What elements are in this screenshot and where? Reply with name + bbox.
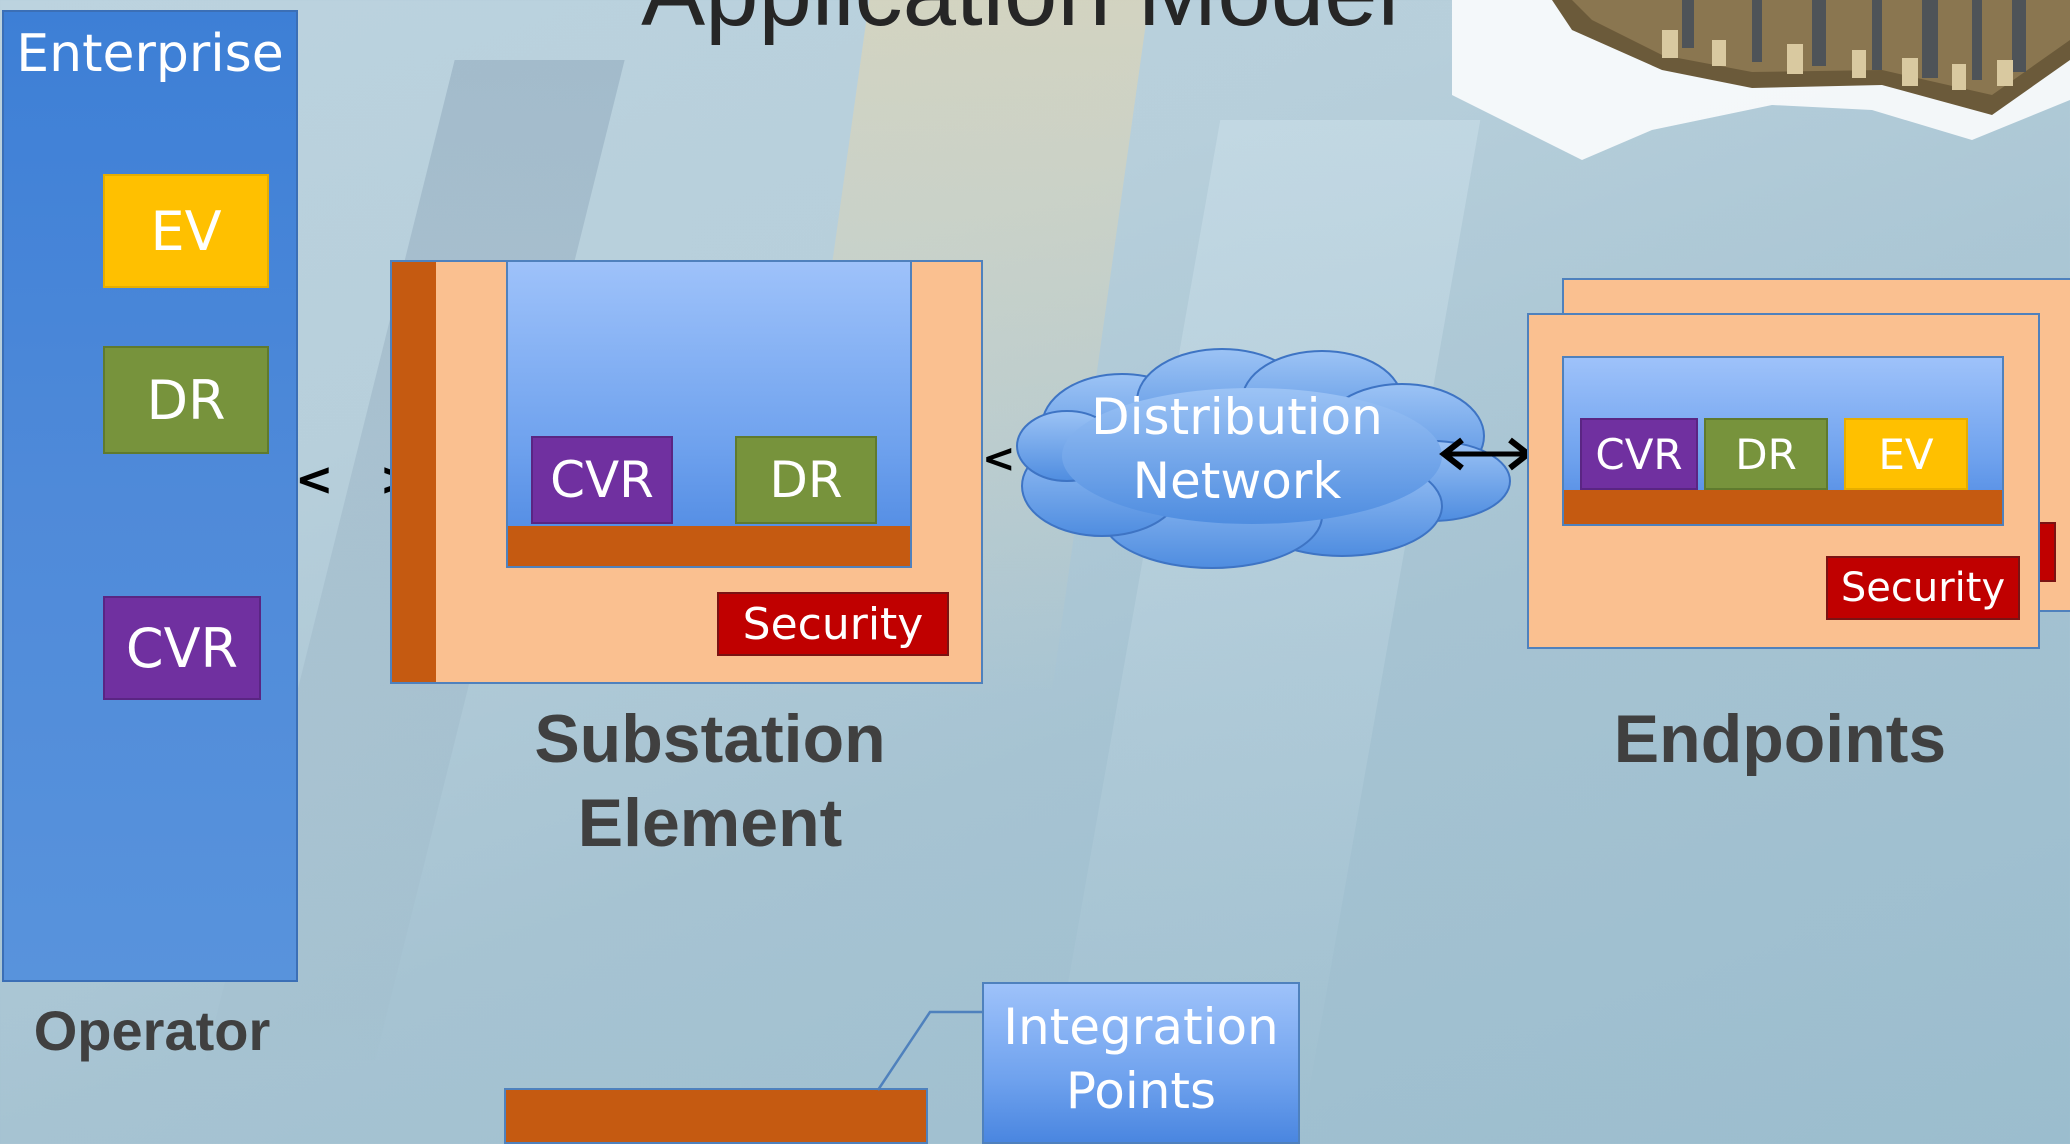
substation-photo-image bbox=[1452, 0, 2070, 160]
enterprise-ev-box: EV bbox=[103, 174, 269, 288]
substation-cvr-box: CVR bbox=[531, 436, 673, 524]
legend-callout-line bbox=[876, 1010, 982, 1091]
network-label-line2: Network bbox=[1132, 452, 1342, 510]
legend-integration-bar bbox=[504, 1088, 928, 1144]
substation-integration-bar-vertical bbox=[392, 262, 436, 682]
substation-dr-box: DR bbox=[735, 436, 877, 524]
endpoint-integration-bar bbox=[1564, 490, 2002, 524]
endpoints-caption: Endpoints bbox=[1613, 701, 1947, 777]
slide-title: Application Model bbox=[540, 0, 1500, 48]
operator-caption: Operator bbox=[33, 999, 271, 1062]
endpoint-cvr-box: CVR bbox=[1580, 418, 1698, 490]
enterprise-dr-box: DR bbox=[103, 346, 269, 454]
substation-integration-bar-horizontal bbox=[508, 526, 910, 566]
enterprise-title: Enterprise bbox=[16, 24, 284, 84]
legend-label-line1: Integration bbox=[1003, 998, 1279, 1056]
endpoint-ev-box: EV bbox=[1844, 418, 1968, 490]
endpoint-security-box: Security bbox=[1826, 556, 2020, 620]
endpoint-dr-box: DR bbox=[1704, 418, 1828, 490]
link-network-endpoints bbox=[1439, 437, 1533, 471]
substation-caption-line2: Element bbox=[577, 785, 843, 861]
enterprise-cvr-box: CVR bbox=[103, 596, 261, 700]
distribution-network-cloud bbox=[1016, 348, 1511, 569]
legend-label-line2: Points bbox=[1065, 1062, 1217, 1120]
enterprise-panel bbox=[2, 10, 298, 982]
substation-caption-line1: Substation bbox=[534, 701, 886, 777]
substation-security-box: Security bbox=[717, 592, 949, 656]
legend-callout-box bbox=[982, 982, 1300, 1144]
substation-photo bbox=[1452, 0, 2070, 165]
network-label-line1: Distribution bbox=[1091, 388, 1383, 446]
